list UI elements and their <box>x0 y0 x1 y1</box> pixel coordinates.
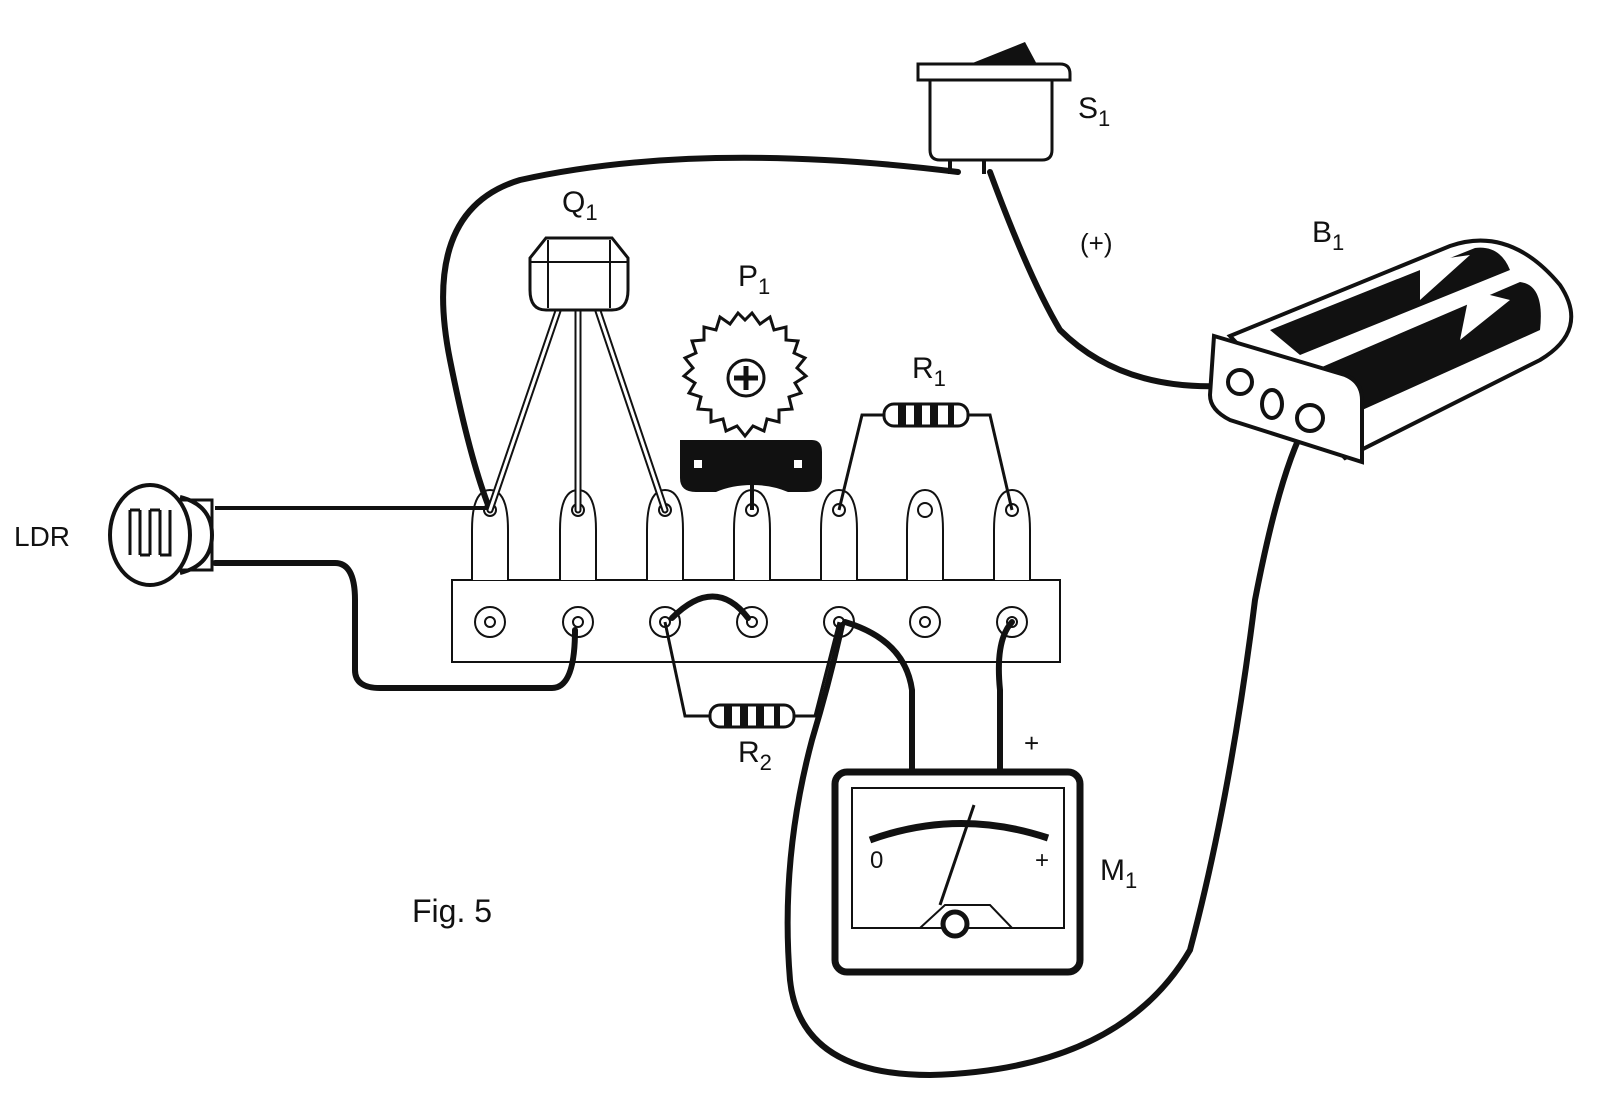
trimpot-p1 <box>680 310 822 510</box>
meter-scale-min: 0 <box>870 847 883 874</box>
ldr-sensor <box>108 483 215 587</box>
wire-battery-minus <box>784 419 1310 1079</box>
figure-caption: Fig. 5 <box>412 893 492 929</box>
wire-meter-minus <box>842 619 915 775</box>
label-r2: R2 <box>738 736 772 775</box>
resistor-r1 <box>837 402 1014 511</box>
wire-s1-to-battery-plus <box>987 169 1225 390</box>
label-m1: M1 <box>1100 854 1137 893</box>
label-s1: S1 <box>1078 92 1110 131</box>
wire-jumper-3-4 <box>669 593 751 621</box>
battery-holder-b1 <box>1207 238 1574 465</box>
wire-meter-plus <box>995 619 1015 775</box>
wires <box>212 154 1310 1079</box>
label-meter-plus-terminal: + <box>1024 728 1039 758</box>
label-r1: R1 <box>912 352 946 391</box>
meter-scale-max: + <box>1035 847 1049 874</box>
label-b1: B1 <box>1312 216 1344 255</box>
transistor-q1 <box>486 236 669 514</box>
switch-s1 <box>916 42 1072 174</box>
wire-s1-to-lug1 <box>440 154 961 513</box>
resistor-r2 <box>663 621 841 729</box>
label-ldr: LDR <box>14 521 70 552</box>
wire-ldr-to-screw2 <box>212 560 578 691</box>
meter-m1 <box>831 768 1084 976</box>
label-p1: P1 <box>738 260 770 299</box>
label-plus-supply: (+) <box>1080 228 1113 258</box>
label-q1: Q1 <box>562 186 598 225</box>
terminal-lugs <box>471 488 1031 580</box>
terminal-strip <box>451 488 1061 663</box>
